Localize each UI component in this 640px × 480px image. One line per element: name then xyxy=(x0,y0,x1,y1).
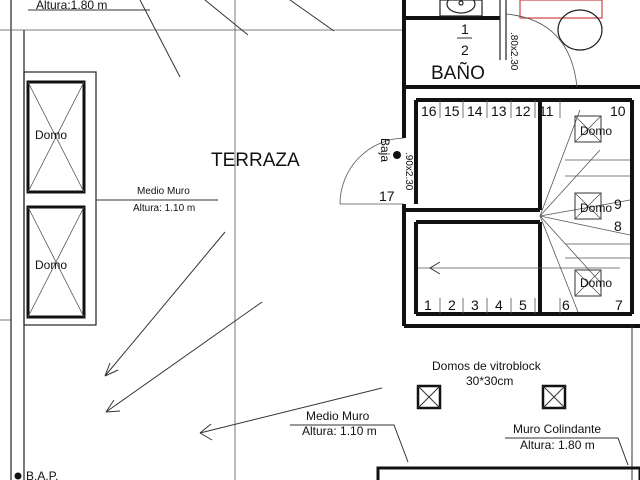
step-number: 14 xyxy=(467,103,483,119)
stair-dome-5 xyxy=(574,269,602,297)
domos-size-label: 30*30cm xyxy=(466,374,513,388)
stair-dome-4 xyxy=(574,192,602,220)
direction-line xyxy=(139,0,181,78)
direction-line xyxy=(289,0,335,32)
toilet-bowl xyxy=(557,9,603,51)
dome-1-cross xyxy=(27,81,85,193)
altura-top-label: Altura:1.80 m xyxy=(36,0,107,12)
direction-line xyxy=(204,0,249,36)
medio-muro-1-label: Medio Muro xyxy=(137,186,190,197)
terraza-label: TERRAZA xyxy=(211,150,300,171)
step-number: 2 xyxy=(448,297,456,313)
dome-4-label: Domo xyxy=(580,201,612,215)
stair-winders xyxy=(539,109,631,313)
step-number-9: 9 xyxy=(614,196,622,212)
dome-1-box xyxy=(26,80,86,194)
stair-step-numbers-top: 16 15 14 13 12 11 10 xyxy=(421,103,626,119)
step-number: 6 xyxy=(562,297,570,313)
fraction-denominator: 2 xyxy=(461,42,469,58)
muro-colindante-label: Muro Colindante xyxy=(513,422,601,436)
stair-direction-arrow xyxy=(429,261,441,275)
step-number: 10 xyxy=(610,103,626,119)
domos-vitro-label: Domos de vitroblock xyxy=(432,359,542,373)
step-number: 7 xyxy=(615,297,623,313)
stair-door-swing xyxy=(339,137,405,205)
altura-2-label: Altura: 1.10 m xyxy=(302,424,377,438)
medio-muro-2-label: Medio Muro xyxy=(306,409,370,423)
altura-3-label: Altura: 1.80 m xyxy=(520,438,595,452)
door-stair-label: .90x2.30 xyxy=(403,152,414,191)
dome-2-label: Domo xyxy=(35,258,67,272)
step-number: 16 xyxy=(421,103,437,119)
altura-1-label: Altura: 1.10 m xyxy=(133,203,195,214)
vitroblock-dome-1 xyxy=(416,384,442,410)
step-number: 13 xyxy=(491,103,507,119)
stair-treads-top xyxy=(439,100,561,118)
step-number: 4 xyxy=(495,297,503,313)
vitroblock-dome-2 xyxy=(541,384,567,410)
dome-1-label: Domo xyxy=(35,128,67,142)
domes-frame xyxy=(23,71,97,326)
step-number-8: 8 xyxy=(614,218,622,234)
sink-box xyxy=(439,0,483,17)
step-number: 11 xyxy=(539,103,554,119)
dome-2-cross xyxy=(27,206,85,318)
bottom-structure xyxy=(376,466,640,480)
bap-marker xyxy=(14,472,22,480)
stair-dome-3 xyxy=(574,115,602,143)
baja-label: Baja xyxy=(378,138,392,162)
step-17-label: 17 xyxy=(379,188,395,204)
dome-5-label: Domo xyxy=(580,276,612,290)
bap-label: B.A.P. xyxy=(26,469,58,480)
dome-2-box xyxy=(26,205,86,319)
sink-basin xyxy=(446,0,476,14)
slope-arrows xyxy=(104,231,383,441)
fraction-numerator: 1 xyxy=(461,21,469,37)
sink-drain xyxy=(458,0,464,6)
step-number: 1 xyxy=(424,297,432,313)
bano-label: BAÑO xyxy=(431,62,485,84)
step-number: 3 xyxy=(471,297,479,313)
step-number: 5 xyxy=(519,297,527,313)
step-number: 12 xyxy=(515,103,531,119)
bathroom-door-swing xyxy=(505,13,578,88)
leader-line xyxy=(505,437,629,466)
step-number: 15 xyxy=(444,103,460,119)
door-bano-label: .80x2.30 xyxy=(508,32,519,71)
stair-marker-dot xyxy=(393,151,401,159)
stair-step-numbers-bottom: 1 2 3 4 5 6 7 xyxy=(424,297,623,313)
leader-line xyxy=(290,424,409,463)
dome-3-label: Domo xyxy=(580,124,612,138)
stair-treads-bottom xyxy=(418,267,620,314)
toilet-tank xyxy=(519,0,603,19)
